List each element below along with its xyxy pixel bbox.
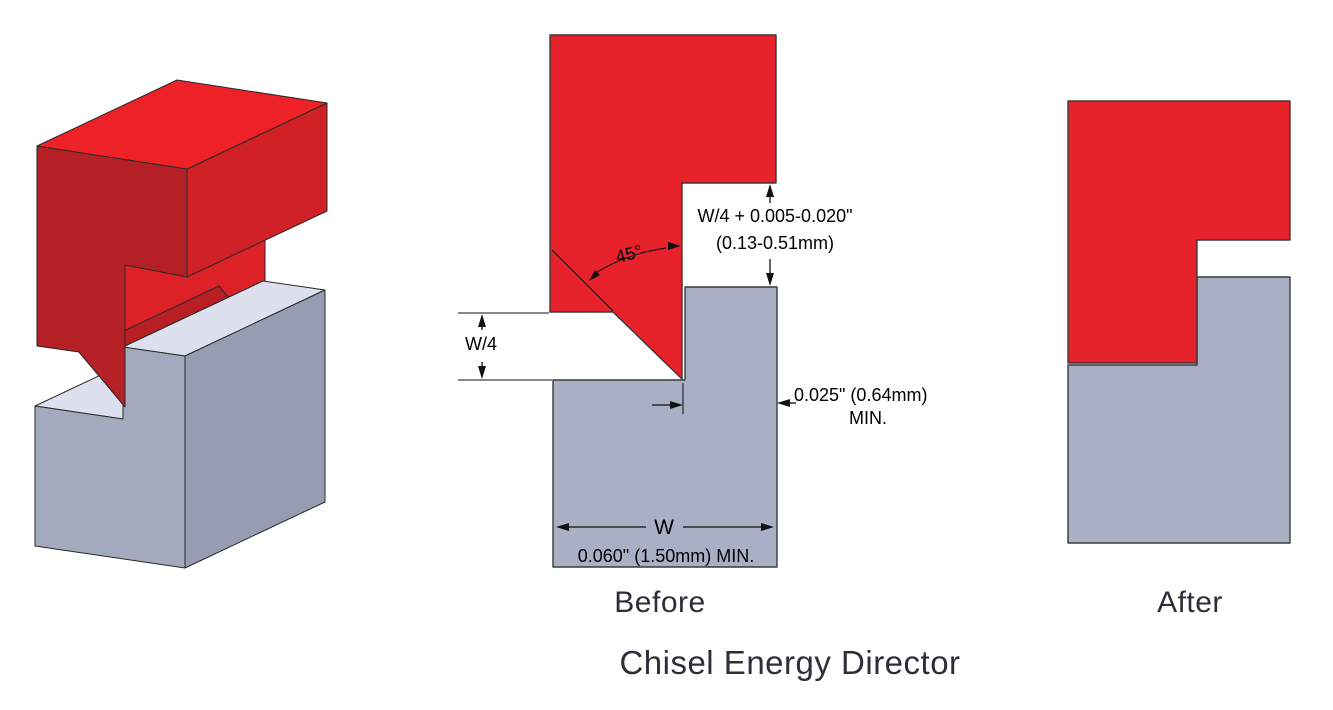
iso-red-top-face [36, 79, 328, 170]
dim-wall-width: W [654, 516, 674, 539]
after-label: After [1157, 586, 1223, 619]
dim-notch-depth-group: W/4 + 0.005-0.020" (0.13-0.51mm) [698, 184, 853, 286]
dim-step-width-min: MIN. [849, 408, 887, 428]
before-view: W/4 + 0.005-0.020" (0.13-0.51mm) 45° [458, 34, 927, 568]
dim-step-width: 0.025" (0.64mm) [794, 385, 927, 405]
dim-notch-depth: W/4 + 0.005-0.020" [698, 206, 853, 226]
iso-gray-front-face [34, 346, 186, 569]
iso-view [34, 79, 328, 569]
after-gray-part [1067, 276, 1291, 544]
iso-red-front-face [36, 145, 188, 408]
dim-tip-gap: W/4 [465, 334, 497, 354]
before-gray-part [552, 286, 778, 568]
dim-tip-gap-group: W/4 [458, 312, 552, 381]
after-red-part [1067, 100, 1291, 364]
dim-wall-width-group: W 0.060" (1.50mm) MIN. [556, 516, 774, 566]
before-label: Before [614, 586, 706, 619]
after-view [1067, 100, 1291, 544]
dim-step-width-group: 0.025" (0.64mm) MIN. [652, 383, 927, 428]
dim-wall-width-min: 0.060" (1.50mm) MIN. [578, 546, 754, 566]
before-red-part [549, 34, 777, 380]
caption-label: Chisel Energy Director [619, 644, 961, 681]
dim-notch-depth-mm: (0.13-0.51mm) [716, 233, 834, 253]
